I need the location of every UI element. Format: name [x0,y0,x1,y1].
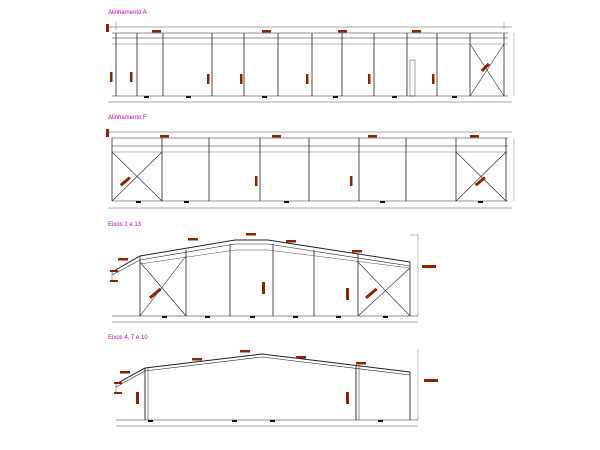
labels-alinhamento-f [106,129,486,203]
section-title-alinhamento-f: Alinhamento F [108,115,147,121]
section-eixos-4-7-10 [115,350,419,427]
labels-eixos-4-7-10 [114,350,438,422]
labels-eixos-1-13 [110,233,436,318]
section-title-alinhamento-a: Alinhamento A [108,10,147,16]
section-title-eixos-4-7-10: Eixos 4, 7 e 10 [108,335,148,341]
section-eixos-1-13 [111,234,419,323]
labels-alinhamento-a [106,24,490,98]
elevation-alinhamento-a [108,22,515,103]
elevation-alinhamento-f [108,131,515,209]
section-title-eixos-1-13: Eixos 1 e 13 [108,222,142,228]
